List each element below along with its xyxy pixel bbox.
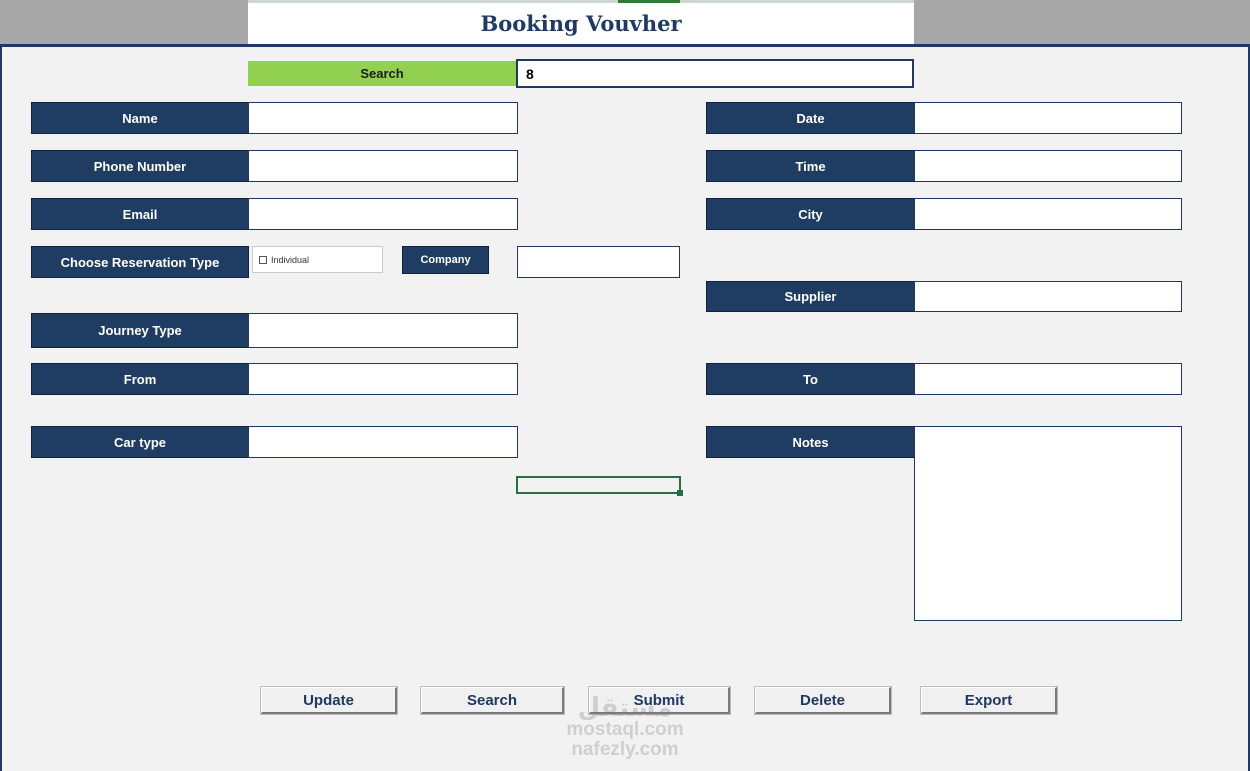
car-type-field[interactable]	[248, 426, 518, 458]
checkbox-square-icon[interactable]	[259, 255, 267, 264]
date-label: Date	[706, 102, 915, 134]
date-field[interactable]	[914, 102, 1182, 134]
search-label: Search	[248, 61, 516, 86]
header-band-right	[914, 0, 1250, 44]
name-field[interactable]	[248, 102, 518, 134]
phone-number-field[interactable]	[248, 150, 518, 182]
individual-checkbox-label: Individual	[271, 254, 310, 265]
company-button[interactable]: Company	[402, 246, 489, 274]
journey-type-label: Journey Type	[31, 313, 249, 348]
active-cell-selection[interactable]	[516, 476, 681, 494]
to-field[interactable]	[914, 363, 1182, 395]
fill-handle[interactable]	[677, 490, 683, 496]
from-label: From	[31, 363, 249, 395]
time-field[interactable]	[914, 150, 1182, 182]
name-label: Name	[31, 102, 249, 134]
individual-checkbox[interactable]: Individual	[252, 246, 383, 273]
time-label: Time	[706, 150, 915, 182]
to-label: To	[706, 363, 915, 395]
supplier-field[interactable]	[914, 281, 1182, 312]
phone-number-label: Phone Number	[31, 150, 249, 182]
search-input[interactable]: 8	[516, 59, 914, 88]
update-button[interactable]: Update	[261, 687, 397, 714]
export-button[interactable]: Export	[921, 687, 1057, 714]
city-label: City	[706, 198, 915, 230]
company-field[interactable]	[517, 246, 680, 278]
search-button[interactable]: Search	[421, 687, 564, 714]
from-field[interactable]	[248, 363, 518, 395]
supplier-label: Supplier	[706, 281, 915, 312]
car-type-label: Car type	[31, 426, 249, 458]
notes-label: Notes	[706, 426, 915, 458]
email-field[interactable]	[248, 198, 518, 230]
delete-button[interactable]: Delete	[755, 687, 891, 714]
reservation-type-label: Choose Reservation Type	[31, 246, 249, 278]
submit-button[interactable]: Submit	[589, 687, 730, 714]
title-cell-accent	[618, 0, 680, 3]
email-label: Email	[31, 198, 249, 230]
city-field[interactable]	[914, 198, 1182, 230]
header-band-left	[0, 0, 248, 44]
page-title: Booking Vouvher	[248, 0, 914, 44]
notes-field[interactable]	[914, 426, 1182, 621]
journey-type-field[interactable]	[248, 313, 518, 348]
